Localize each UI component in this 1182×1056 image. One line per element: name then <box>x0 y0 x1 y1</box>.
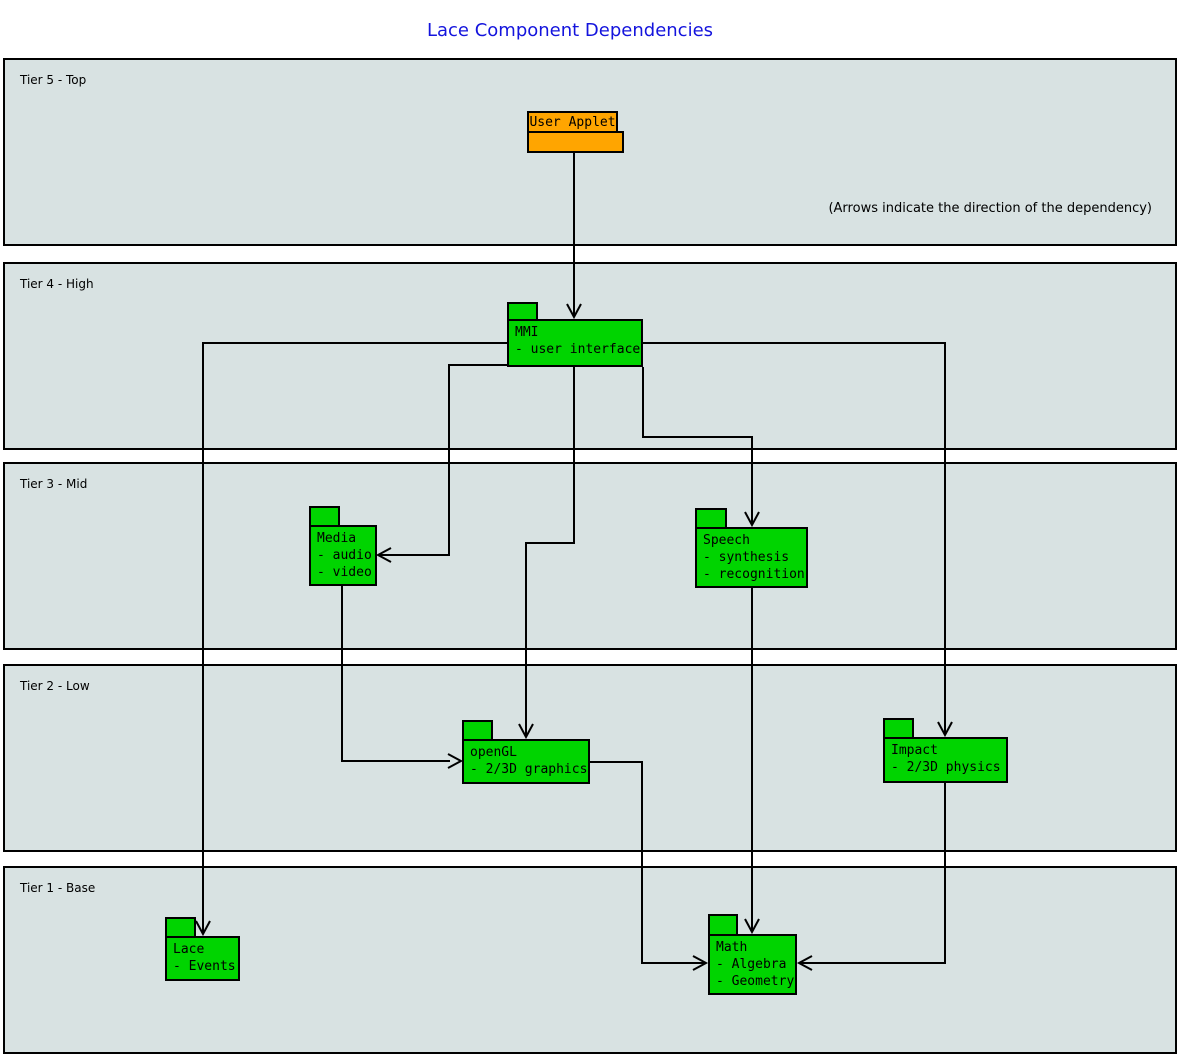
package-detail: - user interface <box>515 342 641 357</box>
arrow-media-to-opengl <box>341 584 464 769</box>
arrow-mmi-to-impact <box>643 342 953 738</box>
package-user-applet-body <box>527 131 624 153</box>
package-detail: - video <box>317 565 372 580</box>
package-detail: - Algebra <box>716 957 787 972</box>
tier-label-3: Tier 3 - Mid <box>20 477 88 491</box>
package-detail: - 2/3D graphics <box>470 762 588 777</box>
package-name: Media <box>317 531 357 546</box>
package-name: Impact <box>891 743 938 758</box>
tier-band-2: Tier 2 - Low <box>3 664 1177 852</box>
arrow-impact-to-math <box>796 782 946 971</box>
package-name: Speech <box>703 533 750 548</box>
package-detail: - 2/3D physics <box>891 760 1001 775</box>
package-impact-tab <box>883 718 914 739</box>
package-lace-tab <box>165 917 196 938</box>
package-detail: - Geometry <box>716 974 795 989</box>
package-speech: Speech - synthesis - recognition <box>695 527 808 588</box>
tier-label-1: Tier 1 - Base <box>20 881 96 895</box>
arrow-mmi-to-opengl <box>518 367 575 740</box>
package-speech-tab <box>695 508 727 529</box>
package-detail: - audio <box>317 548 372 563</box>
package-name: User Applet <box>529 115 616 130</box>
tier-band-3: Tier 3 - Mid <box>3 462 1177 650</box>
arrow-mmi-to-lace <box>195 342 508 937</box>
arrow-mmi-to-speech <box>642 367 760 528</box>
package-detail: - recognition <box>703 567 805 582</box>
package-user-applet: User Applet <box>527 111 618 133</box>
package-detail: - Events <box>173 959 236 974</box>
package-media: Media - audio - video <box>309 525 377 586</box>
arrow-speech-to-math <box>744 586 760 935</box>
package-mmi: MMI - user interface <box>507 319 643 367</box>
arrow-user-applet-to-mmi <box>566 153 582 320</box>
arrow-opengl-to-math <box>590 761 709 971</box>
tier-label-2: Tier 2 - Low <box>20 679 90 693</box>
package-math: Math - Algebra - Geometry <box>708 934 797 995</box>
tier-label-4: Tier 4 - High <box>20 277 94 291</box>
package-opengl: openGL - 2/3D graphics <box>462 739 590 784</box>
arrow-mmi-to-media <box>375 364 508 563</box>
package-math-tab <box>708 914 738 936</box>
package-impact: Impact - 2/3D physics <box>883 737 1008 783</box>
tier-label-5: Tier 5 - Top <box>20 73 87 87</box>
package-media-tab <box>309 506 340 527</box>
package-name: Lace <box>173 942 205 957</box>
package-name: Math <box>716 940 748 955</box>
page-title: Lace Component Dependencies <box>426 20 714 41</box>
package-detail: - synthesis <box>703 550 790 565</box>
package-opengl-tab <box>462 720 493 741</box>
package-name: MMI <box>515 325 539 340</box>
arrows-note: (Arrows indicate the direction of the de… <box>828 201 1152 216</box>
package-lace: Lace - Events <box>165 936 240 981</box>
package-name: openGL <box>470 745 517 760</box>
